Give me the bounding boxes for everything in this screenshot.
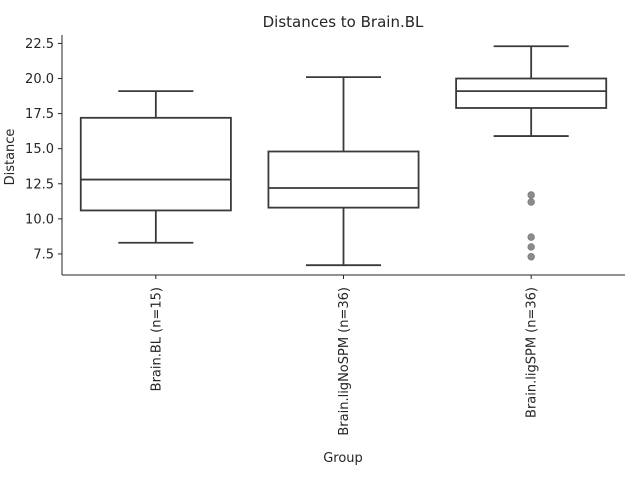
outlier-point	[527, 233, 535, 241]
x-tick-label: Brain.ligSPM (n=36)	[525, 287, 540, 418]
outlier-point	[527, 253, 535, 261]
y-tick-label: 10.0	[25, 212, 54, 227]
iqr-box	[455, 77, 608, 109]
chart-title: Distances to Brain.BL	[263, 13, 424, 31]
y-tick-label: 12.5	[25, 177, 54, 192]
outlier-point	[527, 191, 535, 199]
x-tick-label: Brain.BL (n=15)	[149, 287, 164, 391]
y-tick-label: 17.5	[25, 107, 54, 122]
y-axis-label: Distance	[3, 129, 18, 186]
y-tick-label: 20.0	[25, 72, 54, 87]
outlier-point	[527, 198, 535, 206]
iqr-box	[79, 116, 232, 212]
iqr-box	[267, 150, 420, 209]
outlier-point	[527, 243, 535, 251]
y-tick-label: 7.5	[33, 247, 54, 262]
x-tick-label: Brain.ligNoSPM (n=36)	[337, 287, 352, 436]
y-tick-label: 15.0	[25, 142, 54, 157]
x-axis-label: Group	[323, 451, 363, 466]
y-tick-label: 22.5	[25, 37, 54, 52]
